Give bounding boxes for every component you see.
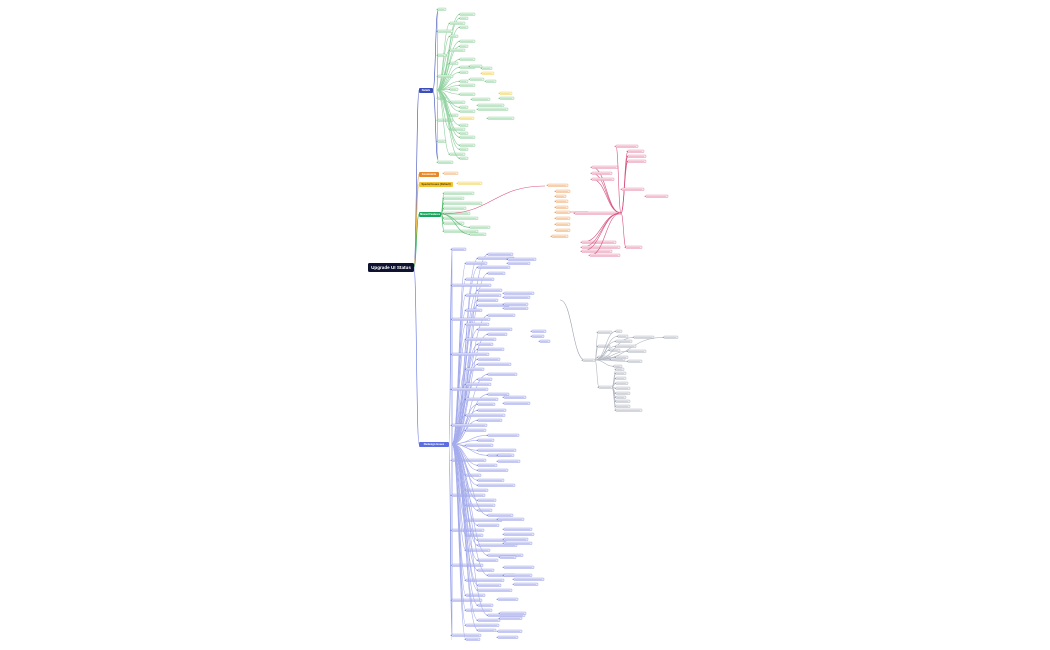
branch-redesign-issues[interactable]: Redesign Issues <box>419 442 449 447</box>
branch-details[interactable]: Details <box>419 88 433 93</box>
branch-special-issues[interactable]: Special Issues (Default) <box>419 182 453 187</box>
branch-constraints[interactable]: Constraints <box>419 172 439 177</box>
root-node[interactable]: Upgrade UI Status <box>368 263 414 272</box>
branch-shared-features[interactable]: Shared Features <box>419 212 441 217</box>
